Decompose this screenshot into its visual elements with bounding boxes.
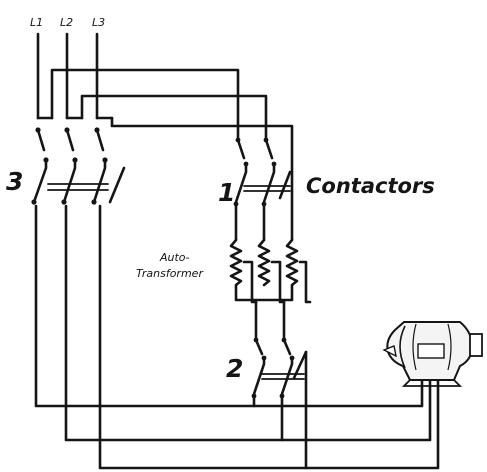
- autotransformer: [229, 238, 312, 340]
- contactor-1-label: 1: [218, 178, 235, 207]
- line-label-l2: L2: [60, 16, 73, 29]
- contactor-1: [233, 137, 292, 242]
- autotransformer-label-line1: Auto-: [159, 251, 190, 264]
- contactor-3-label: 3: [6, 167, 23, 196]
- motor-icon: [382, 321, 483, 387]
- supply-lines: [36, 32, 294, 242]
- contactor-2: [251, 337, 308, 470]
- contactors-heading: Contactors: [306, 174, 435, 198]
- autotransformer-label-line2: Transformer: [136, 267, 204, 280]
- line-label-l1: L1: [30, 16, 43, 29]
- run-feeders: [34, 204, 440, 470]
- contactor-2-label: 2: [226, 354, 243, 383]
- line-label-l3: L3: [92, 16, 105, 29]
- contactor-3: [31, 127, 126, 205]
